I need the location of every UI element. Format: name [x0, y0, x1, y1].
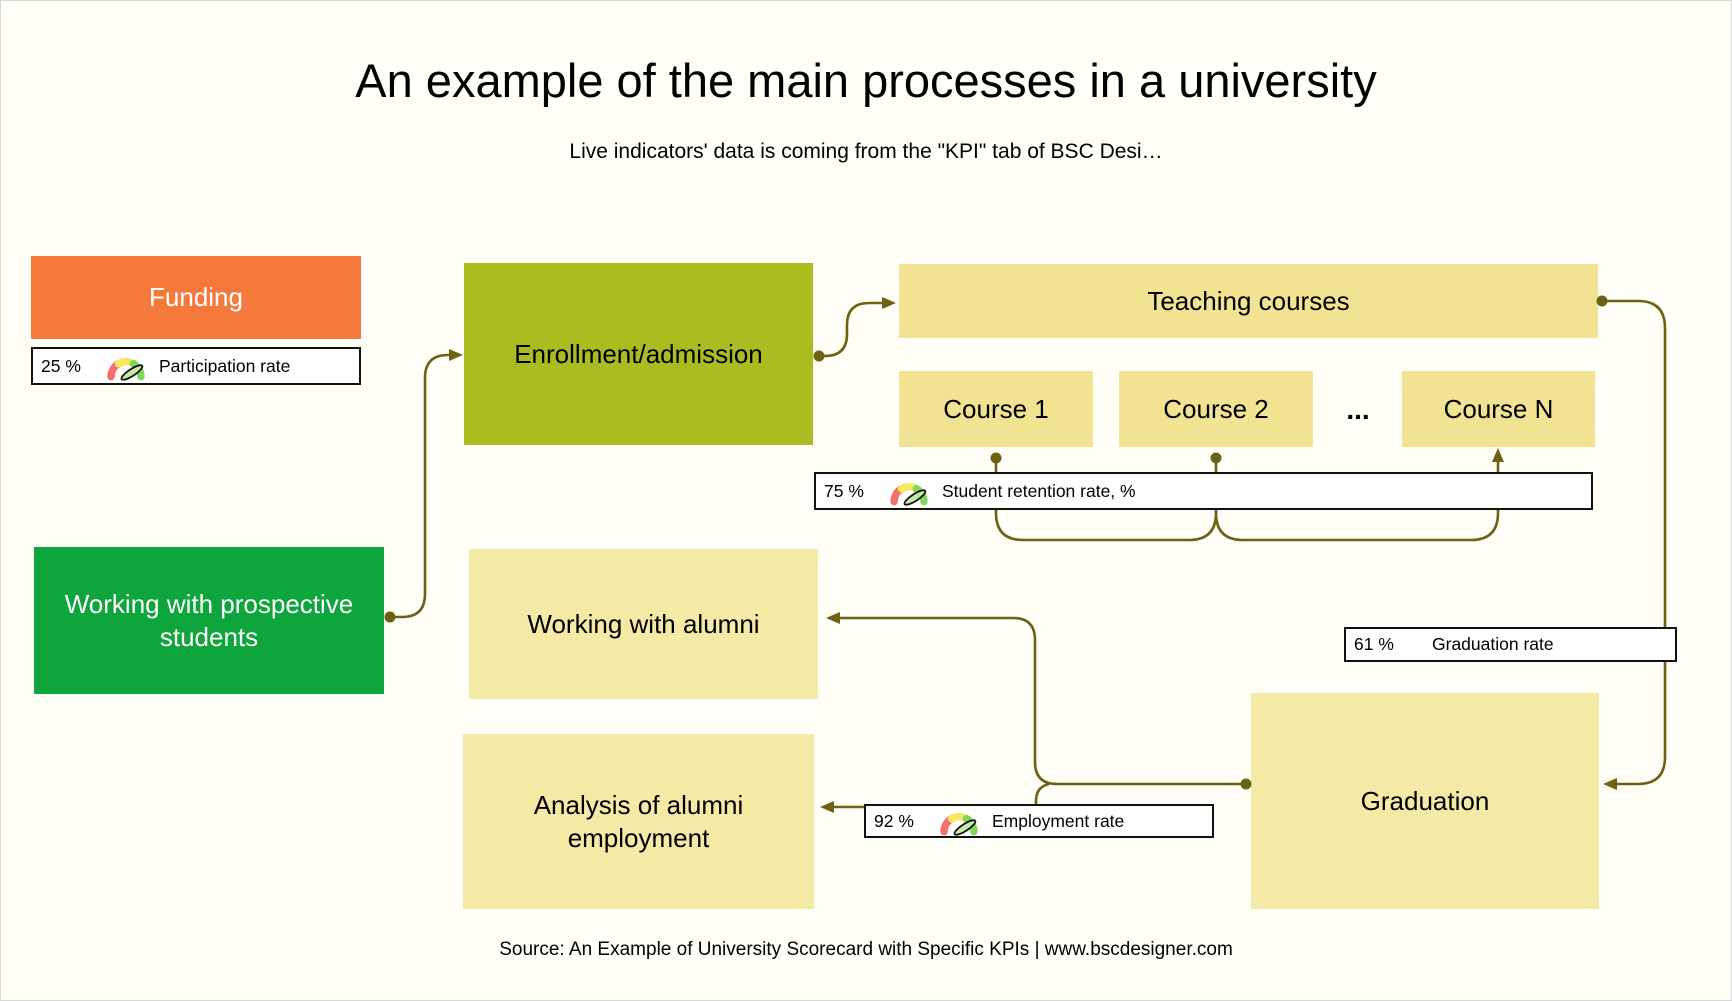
- arrowhead-analysis: [820, 801, 834, 813]
- gauge-icon: [940, 813, 978, 836]
- gauge-icon: [107, 358, 145, 381]
- connector-loop-course1-course2: [994, 504, 1218, 542]
- node-course2-label: Course 2: [1163, 393, 1269, 424]
- kpi-employment-label: Employment rate: [992, 810, 1125, 831]
- node-graduation-label: Graduation: [1360, 785, 1490, 816]
- connector-prospective-enrollment: [390, 353, 451, 619]
- node-enrollment-admission[interactable]: Enrollment/admission: [464, 263, 813, 445]
- node-course1-label: Course 1: [943, 393, 1049, 424]
- node-working-with-prospective-students[interactable]: Working with prospective students: [34, 547, 384, 694]
- node-analysis-label: Analysis of alumni employment: [533, 790, 744, 853]
- kpi-employment-rate[interactable]: 92 % Employment rate: [864, 804, 1214, 838]
- connector-teaching-graduation: [1602, 299, 1667, 786]
- kpi-participation-rate[interactable]: 25 % Participation rate: [31, 347, 361, 385]
- arrowhead-graduation: [1603, 778, 1617, 790]
- connector-dot-course2: [1210, 452, 1222, 464]
- gauge-icon: [890, 483, 928, 506]
- kpi-retention-value: 75 %: [824, 480, 864, 501]
- node-graduation[interactable]: Graduation: [1251, 693, 1599, 909]
- node-prospective-label: Working with prospective students: [64, 589, 354, 652]
- node-funding-label: Funding: [149, 282, 243, 313]
- node-working-with-alumni[interactable]: Working with alumni: [469, 549, 818, 699]
- kpi-graduation-label: Graduation rate: [1432, 634, 1554, 654]
- kpi-employment-value: 92 %: [874, 810, 914, 831]
- node-course-n[interactable]: Course N: [1402, 371, 1595, 447]
- kpi-participation-label: Participation rate: [159, 355, 291, 376]
- source-caption: Source: An Example of University Scoreca…: [499, 939, 1233, 960]
- node-teaching-label: Teaching courses: [1147, 285, 1350, 316]
- node-course-1[interactable]: Course 1: [899, 371, 1093, 447]
- arrowhead-alumni: [826, 612, 840, 624]
- node-teaching-courses[interactable]: Teaching courses: [899, 264, 1598, 338]
- courses-ellipsis: ...: [1346, 393, 1370, 425]
- node-alumni-label: Working with alumni: [527, 608, 760, 639]
- connector-graduation-alumni: [839, 616, 1246, 786]
- node-course-2[interactable]: Course 2: [1119, 371, 1313, 447]
- kpi-retention-label: Student retention rate, %: [942, 480, 1136, 501]
- connector-enrollment-teaching: [819, 301, 883, 358]
- kpi-graduation-rate[interactable]: 61 % Graduation rate: [1344, 627, 1677, 662]
- kpi-participation-value: 25 %: [41, 355, 81, 376]
- node-funding[interactable]: Funding: [31, 256, 361, 339]
- node-courseN-label: Course N: [1443, 393, 1554, 424]
- arrowhead-teaching: [882, 297, 896, 309]
- connector-branch-employment: [1034, 782, 1050, 805]
- node-enrollment-label: Enrollment/admission: [514, 338, 763, 369]
- arrowhead-courseN: [1492, 448, 1504, 462]
- connector-loop-course2-courseN: [1214, 504, 1500, 542]
- connector-dot-course1: [990, 452, 1002, 464]
- kpi-graduation-value: 61 %: [1354, 634, 1394, 654]
- page-title: An example of the main processes in a un…: [355, 54, 1377, 107]
- page-subtitle: Live indicators' data is coming from the…: [569, 140, 1163, 163]
- node-analysis-alumni-employment[interactable]: Analysis of alumni employment: [463, 734, 814, 909]
- arrowhead-enrollment: [449, 349, 463, 361]
- kpi-student-retention-rate[interactable]: 75 % Student retention rate, %: [814, 472, 1593, 510]
